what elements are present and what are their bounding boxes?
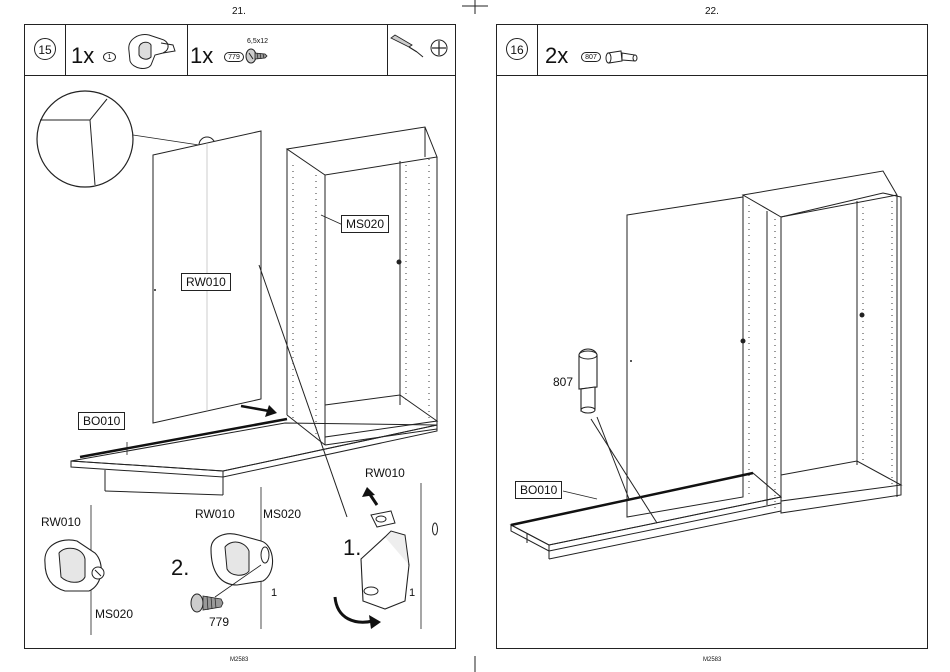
label-detail-left-rw010: RW010 xyxy=(41,515,81,529)
label-detail-right-part: 1 xyxy=(409,587,415,599)
panel-back xyxy=(627,197,743,517)
base-bo010 xyxy=(71,423,437,495)
step-16-illustration xyxy=(497,25,929,650)
label-detail-mid-ms020: MS020 xyxy=(263,507,301,521)
label-base-bo010: BO010 xyxy=(78,412,125,430)
label-base-bo010: BO010 xyxy=(515,481,562,499)
label-door-rw010: RW010 xyxy=(181,273,231,291)
label-part-807: 807 xyxy=(553,375,573,389)
cabinet-left xyxy=(743,171,897,513)
label-detail-mid-rw010: RW010 xyxy=(195,507,235,521)
label-detail-mid-screw: 779 xyxy=(209,615,229,629)
dowel-807 xyxy=(579,349,597,413)
magnifier-detail xyxy=(37,91,133,187)
step-15-illustration xyxy=(25,25,457,650)
label-detail-left-ms020: MS020 xyxy=(95,607,133,621)
step-15-panel: 15 1x 1 1x 779 6,5x12 xyxy=(24,24,456,649)
footer-code-left: M2583 xyxy=(230,657,248,663)
cabinet-right xyxy=(781,193,901,513)
label-cabinet-ms020: MS020 xyxy=(341,215,389,233)
step-16-panel: 16 2x 807 xyxy=(496,24,928,649)
label-detail-mid-part: 1 xyxy=(271,587,277,599)
substep-1: 1. xyxy=(343,535,361,561)
label-detail-top-rw010: RW010 xyxy=(365,466,405,480)
cabinet-ms020 xyxy=(287,127,437,445)
substep-2: 2. xyxy=(171,555,189,581)
footer-code-right: M2583 xyxy=(703,657,721,663)
